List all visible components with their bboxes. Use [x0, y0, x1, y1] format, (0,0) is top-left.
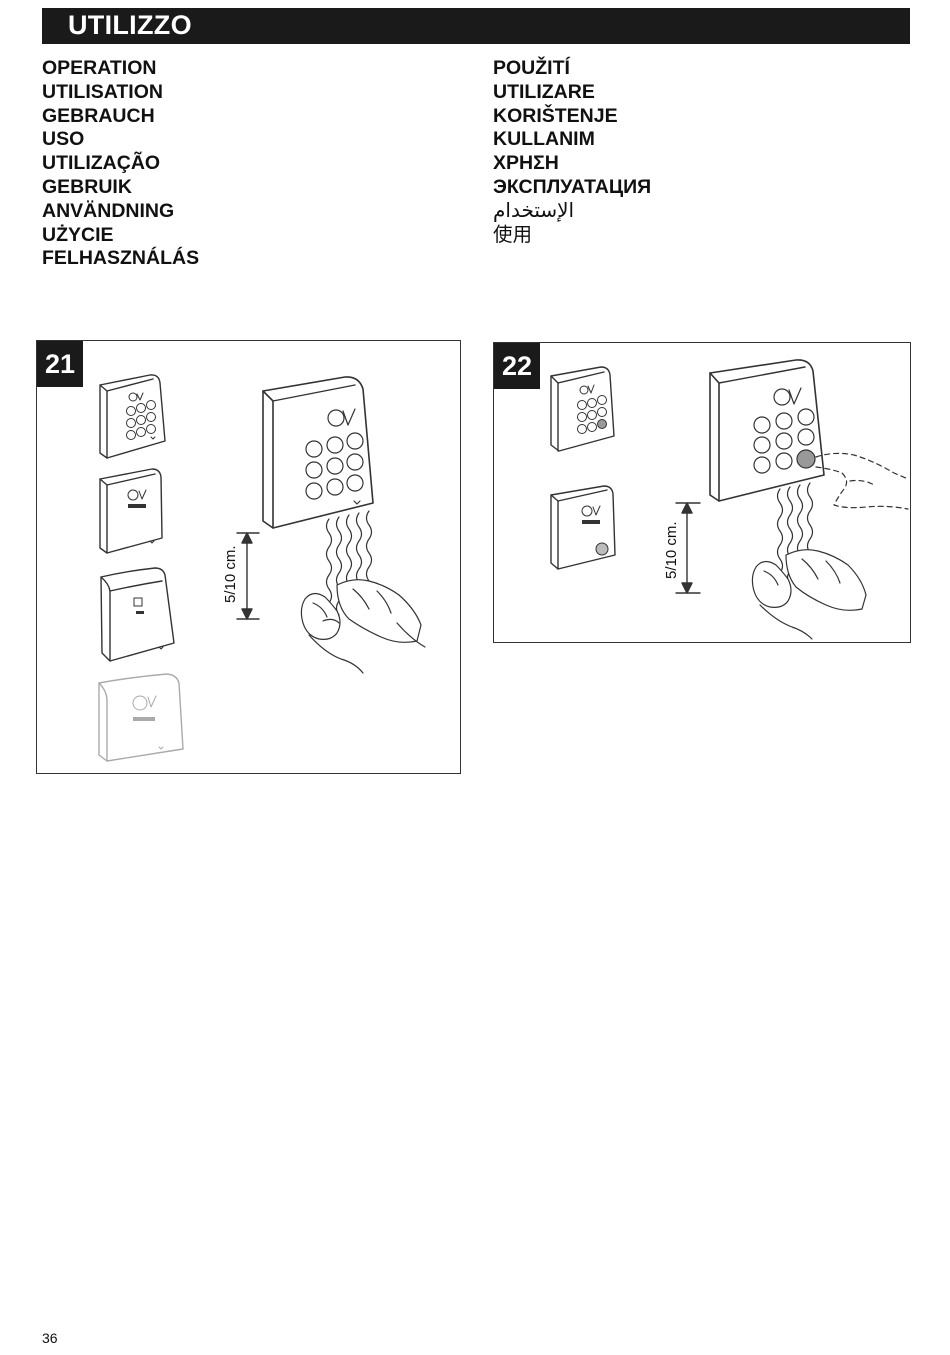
figure-22-illustration: 5/10 cm.	[550, 359, 909, 640]
hands-illustration	[751, 549, 867, 640]
main-dryer	[262, 376, 374, 529]
hands-illustration	[300, 579, 426, 674]
language-label: ANVÄNDNING	[42, 199, 175, 222]
distance-arrow	[675, 502, 701, 594]
dryer-variant-1	[99, 374, 166, 459]
distance-arrow	[236, 532, 260, 620]
language-label: GEBRUIK	[42, 175, 132, 198]
language-label: ΧΡΗΣΗ	[493, 152, 559, 175]
language-label: 使用	[493, 223, 533, 246]
language-label: KORIŠTENJE	[493, 104, 618, 127]
dryer-variant-button	[550, 485, 616, 570]
language-label: UŻYCIE	[42, 223, 114, 246]
dryer-variant-4	[98, 673, 184, 762]
language-label: UTILISATION	[42, 80, 163, 103]
page-number: 36	[42, 1330, 58, 1346]
language-label: UTILIZARE	[493, 80, 595, 103]
section-title: UTILIZZO	[68, 10, 192, 40]
section-header: UTILIZZO	[42, 8, 910, 44]
figure-21-illustration: 5/10 cm.	[98, 374, 426, 762]
figure-number: 21	[37, 341, 83, 387]
language-label: USO	[42, 128, 85, 151]
dryer-variant-2	[99, 468, 163, 554]
language-label: FELHASZNÁLÁS	[42, 247, 200, 270]
figure-22: 5/10 cm. 22	[493, 342, 911, 643]
language-label: الإستخدام	[493, 199, 575, 222]
language-label: POUŽITÍ	[493, 57, 570, 79]
language-label: GEBRAUCH	[42, 104, 155, 127]
language-label: ЭКСПЛУАТАЦИЯ	[493, 175, 652, 198]
language-list-right: POUŽITÍ UTILIZARE KORIŠTENJE KULLANIM ΧΡ…	[493, 57, 651, 247]
figure-number: 22	[494, 343, 540, 389]
language-list-left: OPERATION UTILISATION GEBRAUCH USO UTILI…	[42, 57, 199, 271]
figure-21: 5/10 cm. 21	[36, 340, 461, 774]
language-label: UTILIZAÇÃO	[42, 152, 161, 175]
language-label: KULLANIM	[493, 128, 595, 151]
dryer-variant-keypad	[550, 366, 615, 452]
dryer-variant-3	[100, 567, 175, 662]
pressing-hand	[815, 452, 909, 510]
distance-label: 5/10 cm.	[663, 521, 680, 579]
language-label: OPERATION	[42, 57, 157, 79]
main-dryer	[709, 359, 825, 502]
distance-label: 5/10 cm.	[222, 545, 239, 603]
